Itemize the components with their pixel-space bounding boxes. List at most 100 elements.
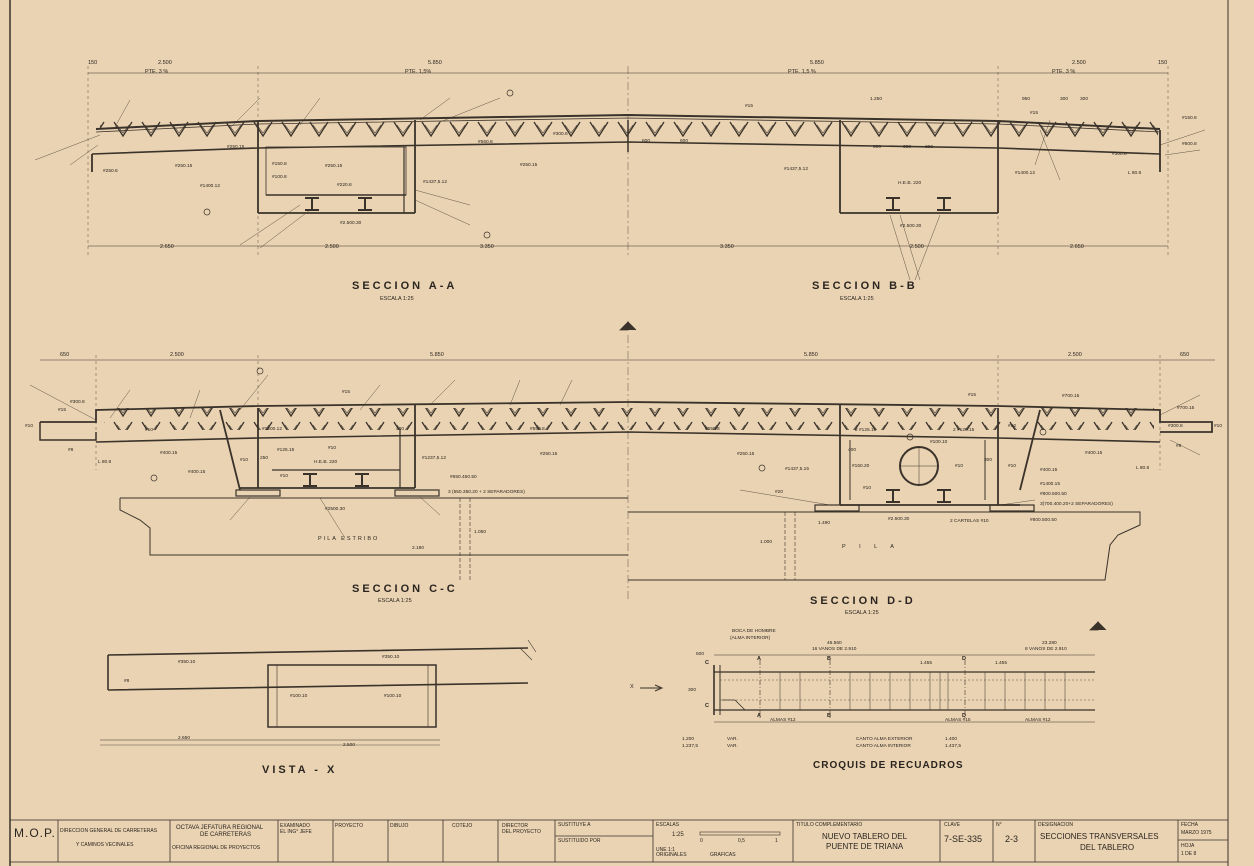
- member-label: #8: [1176, 444, 1182, 449]
- croquis-label: 8 VANOS DE 2.910: [1025, 647, 1067, 652]
- tb-des-label: DESIGNACION: [1038, 822, 1074, 828]
- dim-label: 600: [642, 139, 651, 144]
- dim-label: 250: [260, 456, 269, 461]
- member-label: L 80.8: [1136, 466, 1150, 471]
- tb-jef3: OFICINA REGIONAL DE PROYECTOS: [172, 845, 261, 851]
- tb-hoja-label: HOJA: [1181, 843, 1195, 849]
- member-label: 3(700.400.20+2 SEPARADORES): [1040, 502, 1113, 507]
- member-label: #1400.12: [200, 184, 221, 189]
- member-label: #10: [863, 486, 872, 491]
- member-label: #15: [1030, 111, 1039, 116]
- tb-des-2: DEL TABLERO: [1080, 843, 1135, 852]
- member-label: 2 #125.15: [855, 428, 877, 433]
- dim-label: 2.650: [160, 244, 174, 250]
- dim-label: 1.237,5: [682, 744, 699, 749]
- slope-label: PTE. 1,5 %: [788, 69, 816, 75]
- dim-label: 300: [688, 688, 697, 693]
- croquis-label: 23.280: [1042, 641, 1057, 646]
- profile-label: H.E.B. 220: [898, 181, 922, 186]
- member-label: #15: [968, 393, 977, 398]
- croquis-drawing: [640, 621, 1107, 723]
- member-label: #300.6: [553, 132, 568, 137]
- member-label: #250.15: [737, 452, 755, 457]
- dim-label: VAR.: [727, 737, 738, 742]
- dim-label: 2.500: [1068, 352, 1082, 358]
- member-label: #800.500.50: [1040, 492, 1067, 497]
- slope-label: PTE. 3 %: [145, 69, 169, 75]
- member-label: #1437,5.12: [423, 180, 448, 185]
- dim-label: 5.850: [430, 352, 444, 358]
- tb-scalebar-1: 1: [775, 838, 778, 844]
- tb-cotejo: COTEJO: [452, 823, 473, 829]
- member-label: #2500.30: [325, 507, 346, 512]
- tb-dibujo: DIBUJO: [390, 823, 409, 829]
- member-label: #10: [955, 464, 964, 469]
- member-label: #800.500.50: [1030, 518, 1057, 523]
- member-label: #700.15: [1177, 406, 1195, 411]
- member-label: #100.8: [272, 175, 287, 180]
- member-label: #550.8: [478, 140, 493, 145]
- member-label: #1400.12: [1015, 171, 1036, 176]
- dim-label: 500: [696, 652, 705, 657]
- dim-label: 5.850: [428, 60, 442, 66]
- member-label: #1400.15: [1040, 482, 1061, 487]
- section-aa-title: SECCION A-A: [352, 280, 458, 292]
- dim-label: 400: [396, 427, 405, 432]
- member-label: #2.500.30: [340, 221, 362, 226]
- member-label: #8: [124, 679, 130, 684]
- dim-label: 1.490: [818, 521, 831, 526]
- dim-label: 2.500: [1072, 60, 1086, 66]
- dim-label: 2.500: [325, 244, 339, 250]
- member-label: #350.10: [178, 660, 196, 665]
- croquis-label: ALMAS #12: [1025, 718, 1051, 723]
- section-bb-scale: ESCALA 1:25: [840, 296, 874, 302]
- dim-label: 2.180: [412, 546, 425, 551]
- member-label: #700.15: [1062, 394, 1080, 399]
- tb-jef1: OCTAVA JEFATURA REGIONAL: [176, 825, 264, 831]
- dim-label: 950: [1022, 97, 1031, 102]
- dim-label: 300: [903, 145, 912, 150]
- pier-label: P I L A: [842, 544, 900, 550]
- dim-label: 5.850: [810, 60, 824, 66]
- member-label: #100.10: [930, 440, 948, 445]
- dim-label: 2.650: [178, 736, 191, 741]
- croquis-title: CROQUIS DE RECUADROS: [813, 760, 964, 771]
- dim-label: 1.200: [682, 737, 695, 742]
- tb-des-1: SECCIONES TRANSVERSALES: [1040, 832, 1159, 841]
- member-label: #300.8: [1112, 152, 1127, 157]
- dim-label: 2.500: [910, 244, 924, 250]
- member-label: 2 #125.15: [953, 428, 975, 433]
- member-label: #250.15: [227, 145, 245, 150]
- section-marker: B: [827, 713, 831, 719]
- member-label: #150.8: [272, 162, 287, 167]
- dim-label: 2.500: [170, 352, 184, 358]
- section-aa-scale: ESCALA 1:25: [380, 296, 414, 302]
- member-label: #350.10: [382, 655, 400, 660]
- dim-label: 2.500: [158, 60, 172, 66]
- member-label: #250.15: [540, 452, 558, 457]
- member-label: #550.8: [530, 427, 545, 432]
- slope-label: PTE. 3 %: [1052, 69, 1076, 75]
- vista-x-title: VISTA - X: [262, 764, 338, 776]
- dim-label: 1.050: [474, 530, 487, 535]
- member-label: L 80.8: [98, 460, 112, 465]
- tb-sustituido: SUSTITUIDO POR: [558, 838, 601, 844]
- section-marker: A: [757, 656, 761, 662]
- section-marker: A: [757, 713, 761, 719]
- member-label: #150.20: [852, 464, 870, 469]
- member-label: #300.8: [70, 400, 85, 405]
- dim-label: 1.400: [945, 737, 958, 742]
- vista-x-drawing: [100, 639, 537, 746]
- member-label: #10: [145, 428, 154, 433]
- dim-label: 300: [1060, 97, 1069, 102]
- member-label: #220.8: [337, 183, 352, 188]
- dim-label: 3.350: [720, 244, 734, 250]
- section-ab-drawing: [34, 66, 1206, 281]
- dim-label: 300: [1080, 97, 1089, 102]
- tb-exam: EXAMINADO: [280, 823, 311, 829]
- tb-fecha-value: MARZO 1975: [1181, 830, 1212, 836]
- section-cc-scale: ESCALA 1:25: [378, 598, 412, 604]
- member-label: #10: [328, 446, 337, 451]
- section-marker: C: [705, 703, 709, 709]
